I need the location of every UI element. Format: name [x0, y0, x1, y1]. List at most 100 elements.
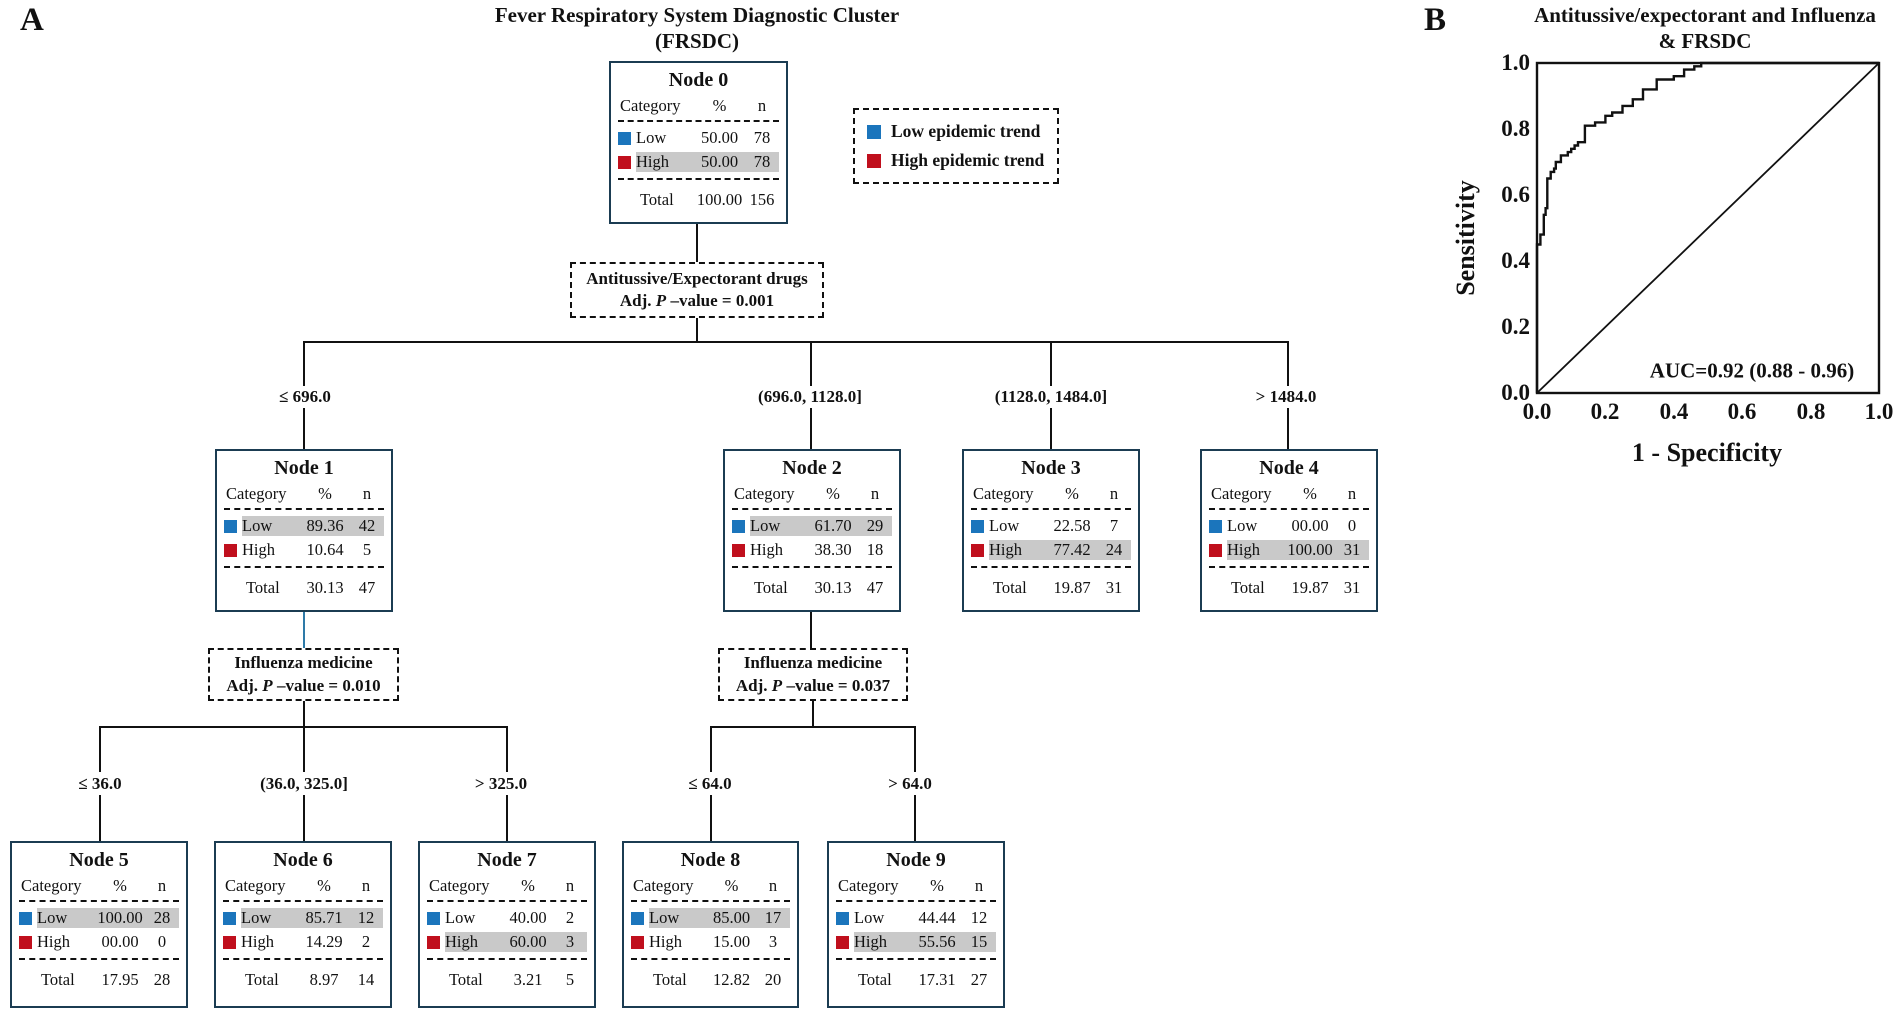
connector-line	[303, 701, 305, 726]
total-label: Total	[245, 970, 279, 989]
total-count: 28	[153, 970, 171, 989]
total-label: Total	[653, 970, 687, 989]
low-swatch-icon	[867, 124, 881, 139]
total-row: Total 30.13 47	[224, 576, 384, 600]
dashed-separator	[618, 178, 779, 180]
total-label: Total	[993, 578, 1027, 597]
node-title: Node 6	[273, 849, 333, 871]
dashed-separator	[618, 120, 779, 122]
x-tick-label: 1.0	[1864, 399, 1894, 424]
dashed-separator	[732, 508, 892, 510]
branch-label: (36.0, 325.0]	[260, 774, 348, 793]
category-row-low: Low 85.71 12	[223, 906, 383, 930]
split-box-influenza-left: Influenza medicine Adj. P –value = 0.010	[208, 648, 399, 701]
category-percent: 85.00	[707, 908, 756, 928]
category-count: 15	[962, 932, 996, 952]
swatch-cell	[224, 519, 242, 533]
split-p-value: Adj. P –value = 0.037	[735, 675, 891, 695]
node-title: Node 0	[668, 69, 729, 91]
category-label: High	[989, 540, 1047, 560]
connector-line	[696, 224, 698, 262]
branch-label: ≤ 36.0	[78, 774, 122, 793]
header-category: Category	[225, 876, 286, 895]
low-swatch-icon	[732, 519, 745, 533]
split-variable-name: Antitussive/Expectorant drugs	[586, 268, 808, 288]
category-percent: 100.00	[1285, 540, 1335, 560]
panel-a-title-line2: (FRSDC)	[655, 28, 739, 53]
panel-b-title: Antitussive/expectorant and Influenza & …	[1534, 3, 1876, 54]
tree-node-4: Node 4 Category % n Low 00.00 0 High 100…	[1200, 449, 1378, 612]
category-row-high: High 14.29 2	[223, 930, 383, 954]
category-percent: 44.44	[918, 908, 956, 927]
dashed-separator	[19, 958, 179, 960]
total-row: Total 19.87 31	[1209, 576, 1369, 600]
category-percent: 50.00	[694, 152, 745, 172]
category-count: 12	[349, 908, 383, 928]
header-n: n	[870, 484, 880, 503]
tree-node-6: Node 6 Category % n Low 85.71 12 High 14…	[214, 841, 392, 1008]
connector-line	[1287, 408, 1289, 449]
node-table-header: Category % n	[223, 876, 383, 896]
header-category: Category	[429, 876, 490, 895]
split-variable-name: Influenza medicine	[234, 653, 373, 673]
category-label: Low	[989, 516, 1020, 535]
total-label: Total	[640, 190, 674, 209]
node-table-header: Category % n	[732, 484, 892, 504]
header-category: Category	[973, 484, 1034, 503]
category-percent: 77.42	[1047, 540, 1097, 560]
connector-line	[506, 726, 508, 772]
category-count: 17	[756, 908, 790, 928]
dashed-separator	[836, 900, 996, 902]
category-percent: 14.29	[305, 932, 343, 951]
category-label: Low	[445, 908, 476, 927]
swatch-cell	[971, 519, 989, 533]
y-axis-label: Sensitivity	[1451, 180, 1480, 296]
low-swatch-icon	[836, 911, 849, 925]
header-category: Category	[226, 484, 287, 503]
header-n: n	[768, 876, 778, 895]
header-category: Category	[633, 876, 694, 895]
connector-line	[810, 408, 812, 449]
tree-node-8: Node 8 Category % n Low 85.00 17 High 15…	[622, 841, 799, 1008]
swatch-cell	[618, 155, 636, 169]
category-label: High	[241, 932, 274, 951]
connector-line	[710, 726, 712, 772]
category-count: 7	[1109, 516, 1119, 535]
category-percent: 10.64	[306, 540, 344, 559]
connector-line	[810, 612, 812, 648]
category-count: 0	[1347, 516, 1357, 535]
tree-node-2: Node 2 Category % n Low 61.70 29 High 38…	[723, 449, 901, 612]
category-row-low: Low 100.00 28	[19, 906, 179, 930]
connector-line	[812, 701, 814, 726]
total-count: 27	[970, 970, 988, 989]
connector-line	[303, 341, 305, 386]
split-p-value: Adj. P –value = 0.010	[226, 675, 381, 695]
category-percent: 38.30	[814, 540, 852, 559]
swatch-cell	[19, 911, 37, 925]
total-row: Total 12.82 20	[631, 968, 790, 992]
total-count: 14	[357, 970, 375, 989]
y-tick-label: 0.8	[1501, 116, 1530, 141]
total-label: Total	[449, 970, 483, 989]
branch-label: > 64.0	[888, 774, 932, 793]
header-category: Category	[734, 484, 795, 503]
connector-line	[303, 795, 305, 841]
total-percent: 30.13	[306, 578, 344, 597]
swatch-cell	[836, 911, 854, 925]
low-swatch-icon	[631, 911, 644, 925]
legend-item-low: Low epidemic trend	[867, 121, 1045, 142]
low-swatch-icon	[223, 911, 236, 925]
dashed-separator	[836, 958, 996, 960]
dashed-separator	[1209, 508, 1369, 510]
total-row: Total 100.00 156	[618, 188, 779, 212]
connector-line	[99, 726, 101, 772]
header-n: n	[974, 876, 984, 895]
category-percent: 100.00	[95, 908, 145, 928]
total-label: Total	[246, 578, 280, 597]
category-label: High	[750, 540, 783, 559]
category-label: Low	[649, 908, 707, 928]
swatch-cell	[223, 911, 241, 925]
header-n: n	[1347, 484, 1357, 503]
category-label: High	[649, 932, 682, 951]
swatch-cell	[427, 935, 445, 949]
